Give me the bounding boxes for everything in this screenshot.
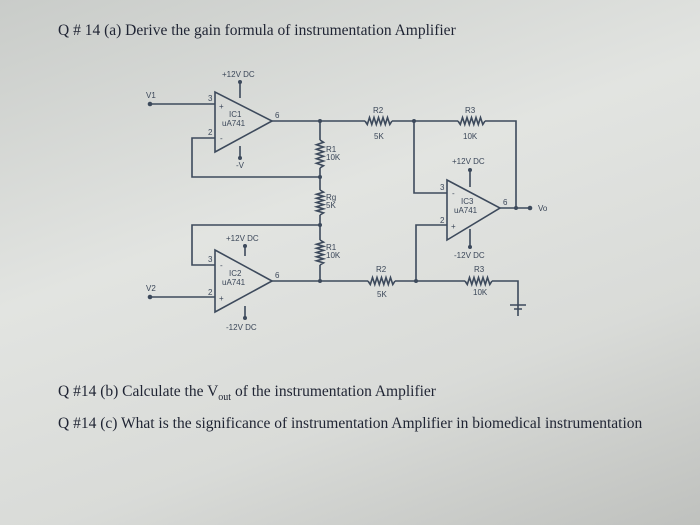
- v1-label: V1: [146, 91, 156, 100]
- resistors: [313, 114, 493, 288]
- resistor-r1-bottom: [313, 239, 327, 266]
- ic1-minus: -: [220, 134, 223, 143]
- ic1-part: uA741: [222, 119, 246, 128]
- ic1-name: IC1: [229, 110, 242, 119]
- ic1-pin6: 6: [275, 111, 280, 120]
- r1-bot-value: 10K: [326, 251, 341, 260]
- r3-top-value: 10K: [463, 132, 478, 141]
- rg-name: Rg: [326, 193, 336, 202]
- question-b: Q #14 (b) Calculate the Vout of the inst…: [58, 383, 436, 403]
- ic1-vneg: -V: [236, 161, 245, 170]
- ic3-plus: +: [451, 222, 456, 231]
- resistor-r3-top: [457, 114, 486, 128]
- ic1-vpos: +12V DC: [222, 70, 255, 79]
- ic2-vneg: -12V DC: [226, 323, 257, 332]
- question-c: Q #14 (c) What is the significance of in…: [58, 415, 643, 432]
- ic3-pin6: 6: [503, 198, 508, 207]
- resistor-r3-bottom: [464, 274, 493, 288]
- ic1-pin2: 2: [208, 128, 213, 137]
- ic2-vpos: +12V DC: [226, 234, 259, 243]
- ic3-name: IC3: [461, 197, 474, 206]
- question-b-text: Q #14 (b) Calculate the V: [58, 383, 219, 400]
- r1-top-value: 10K: [326, 153, 341, 162]
- r1-top-name: R1: [326, 145, 337, 154]
- r3-bot-value: 10K: [473, 288, 488, 297]
- r2-bot-value: 5K: [377, 290, 387, 299]
- ic3-pin2: 2: [440, 216, 445, 225]
- ic1-plus: +: [219, 102, 224, 111]
- vout-subscript: out: [218, 392, 232, 404]
- r1-bot-name: R1: [326, 243, 337, 252]
- ic3-vneg: -12V DC: [454, 251, 485, 260]
- v2-label: V2: [146, 284, 156, 293]
- r3-bot-name: R3: [474, 265, 485, 274]
- resistor-r1-top: [313, 139, 327, 169]
- ic2-minus: -: [220, 261, 223, 270]
- resistor-rg: [313, 189, 327, 216]
- ic2-pin2: 2: [208, 288, 213, 297]
- ic3-pin3: 3: [440, 183, 445, 192]
- opamp-ic1: [214, 90, 274, 154]
- r2-top-name: R2: [373, 106, 384, 115]
- vo-label: Vo: [538, 204, 548, 213]
- ic2-name: IC2: [229, 269, 242, 278]
- ic1-pin3: 3: [208, 94, 213, 103]
- resistor-r2-bottom: [367, 274, 396, 288]
- ic2-pin6: 6: [275, 271, 280, 280]
- ic2-pin3: 3: [208, 255, 213, 264]
- wires: [147, 80, 533, 320]
- question-a: Q # 14 (a) Derive the gain formula of in…: [58, 22, 456, 39]
- ic2-part: uA741: [222, 278, 246, 287]
- ic3-vpos: +12V DC: [452, 157, 485, 166]
- r2-top-value: 5K: [374, 132, 384, 141]
- opamp-ic3: [446, 178, 502, 242]
- r2-bot-name: R2: [376, 265, 387, 274]
- question-b-text-end: of the instrumentation Amplifier: [231, 383, 436, 400]
- ic3-minus: -: [452, 189, 455, 198]
- resistor-r2-top: [364, 114, 393, 128]
- ic3-part: uA741: [454, 206, 478, 215]
- ic2-plus: +: [219, 294, 224, 303]
- opamp-ic2: [214, 248, 274, 314]
- r3-top-name: R3: [465, 106, 476, 115]
- rg-value: 5K: [326, 201, 336, 210]
